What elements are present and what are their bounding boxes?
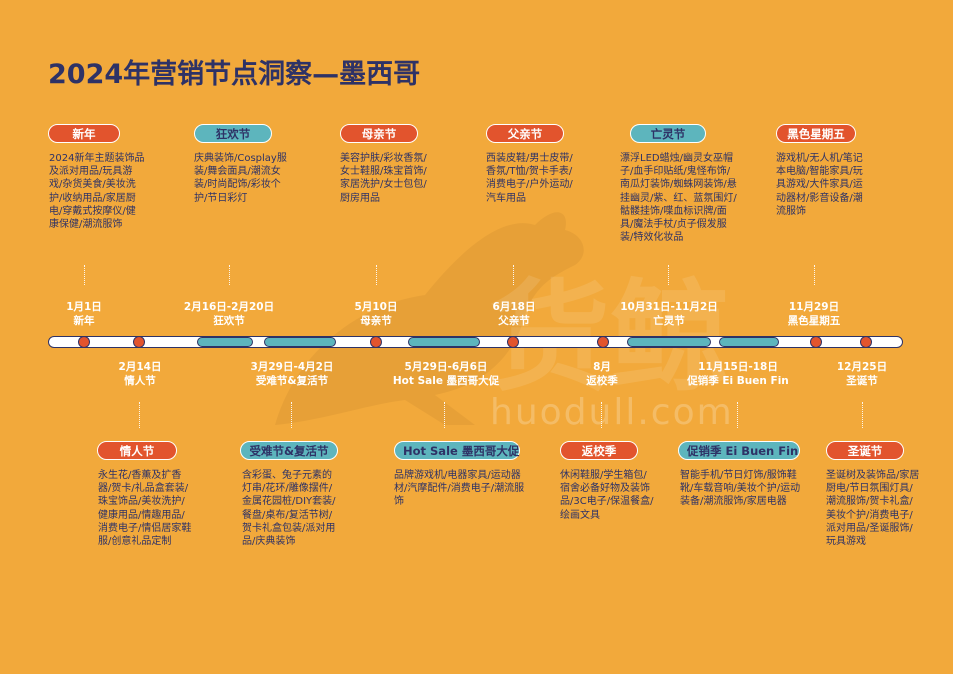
- date-valentines: 2月14日情人节: [118, 361, 162, 387]
- marker-fathers-day: [507, 336, 519, 348]
- marker-back-to-school: [597, 336, 609, 348]
- date-back-to-school: 8月返校季: [586, 361, 618, 387]
- desc-carnival: 庆典装饰/Cosplay服装/舞会面具/潮流女装/时尚配饰/彩妆个护/节日彩灯: [194, 153, 287, 204]
- desc-valentines: 永生花/香薰及扩香器/贺卡/礼品盒套装/珠宝饰品/美妆洗护/健康用品/情趣用品/…: [98, 470, 192, 548]
- page-title: 2024年营销节点洞察—墨西哥: [48, 59, 421, 90]
- marker-black-friday: [810, 336, 822, 348]
- tag-back-to-school: 返校季: [560, 441, 638, 460]
- desc-buen-fin: 智能手机/节日灯饰/服饰鞋靴/车载音响/美妆个护/运动装备/潮流服饰/家居电器: [680, 470, 801, 508]
- desc-day-of-dead: 漂浮LED蜡烛/幽灵女巫帽子/血手印贴纸/鬼怪布饰/南瓜灯装饰/蜘蛛网装饰/悬挂…: [620, 153, 737, 244]
- tag-black-friday: 黑色星期五: [776, 124, 856, 143]
- period-carnival: [197, 337, 253, 347]
- connector: [84, 265, 85, 285]
- desc-christmas: 圣诞树及装饰品/家居厨电/节日氛围灯具/潮流服饰/贺卡礼盒/美妆个护/消费电子/…: [826, 470, 920, 548]
- date-carnival: 2月16日-2月20日狂欢节: [183, 301, 275, 327]
- date-easter: 3月29日-4月2日受难节&复活节: [250, 361, 334, 387]
- tag-buen-fin: 促销季 Ei Buen Fin: [678, 441, 800, 460]
- connector: [444, 402, 445, 428]
- date-new-year: 1月1日新年: [66, 301, 102, 327]
- marker-mothers-day: [370, 336, 382, 348]
- tag-mothers-day: 母亲节: [340, 124, 418, 143]
- tag-fathers-day: 父亲节: [486, 124, 564, 143]
- marker-new-year: [78, 336, 90, 348]
- kangaroo-watermark-icon: [275, 212, 584, 425]
- connector: [737, 402, 738, 428]
- connector: [139, 402, 140, 428]
- date-day-of-dead: 10月31日-11月2日亡灵节: [620, 301, 718, 327]
- desc-back-to-school: 休闲鞋服/学生箱包/宿舍必备好物及装饰品/3C电子/保温餐盒/绘画文具: [560, 470, 654, 521]
- connector: [229, 265, 230, 285]
- connector: [668, 265, 669, 285]
- desc-new-year: 2024新年主题装饰品及派对用品/玩具游戏/杂货美食/美妆洗护/收纳用品/家居厨…: [49, 153, 145, 231]
- tag-carnival: 狂欢节: [194, 124, 272, 143]
- desc-hot-sale: 品牌游戏机/电器家具/运动器材/汽摩配件/消费电子/潮流服饰: [394, 470, 525, 508]
- connector: [513, 265, 514, 285]
- connector: [814, 265, 815, 285]
- tag-new-year: 新年: [48, 124, 120, 143]
- desc-fathers-day: 西装皮鞋/男士皮带/香氛/T恤/贺卡手表/消费电子/户外运动/汽车用品: [486, 153, 573, 204]
- date-fathers-day: 6月18日父亲节: [492, 301, 536, 327]
- connector: [862, 402, 863, 428]
- desc-mothers-day: 美容护肤/彩妆香氛/女士鞋服/珠宝首饰/家居洗护/女士包包/厨房用品: [340, 153, 427, 204]
- period-hot-sale: [408, 337, 480, 347]
- tag-christmas: 圣诞节: [826, 441, 904, 460]
- period-easter: [264, 337, 336, 347]
- marker-christmas: [860, 336, 872, 348]
- period-buen-fin: [719, 337, 779, 347]
- connector: [601, 402, 602, 428]
- date-mothers-day: 5月10日母亲节: [354, 301, 398, 327]
- tag-hot-sale: Hot Sale 墨西哥大促: [394, 441, 520, 460]
- watermark-domain: huodull.com: [490, 392, 734, 433]
- tag-valentines: 情人节: [97, 441, 177, 460]
- connector: [376, 265, 377, 285]
- desc-easter: 含彩蛋、兔子元素的灯串/花环/雕像摆件/金属花园桩/DIY套装/餐盘/桌布/复活…: [242, 470, 336, 548]
- date-christmas: 12月25日圣诞节: [836, 361, 888, 387]
- date-buen-fin: 11月15日-18日促销季 Ei Buen Fin: [687, 361, 789, 387]
- tag-easter: 受难节&复活节: [240, 441, 338, 460]
- period-day-of-dead: [627, 337, 711, 347]
- desc-black-friday: 游戏机/无人机/笔记本电脑/智能家具/玩具游戏/大件家具/运动器材/影音设备/潮…: [776, 153, 863, 217]
- connector: [291, 402, 292, 428]
- date-black-friday: 11月29日黑色星期五: [787, 301, 841, 327]
- marker-valentines: [133, 336, 145, 348]
- tag-day-of-dead: 亡灵节: [630, 124, 706, 143]
